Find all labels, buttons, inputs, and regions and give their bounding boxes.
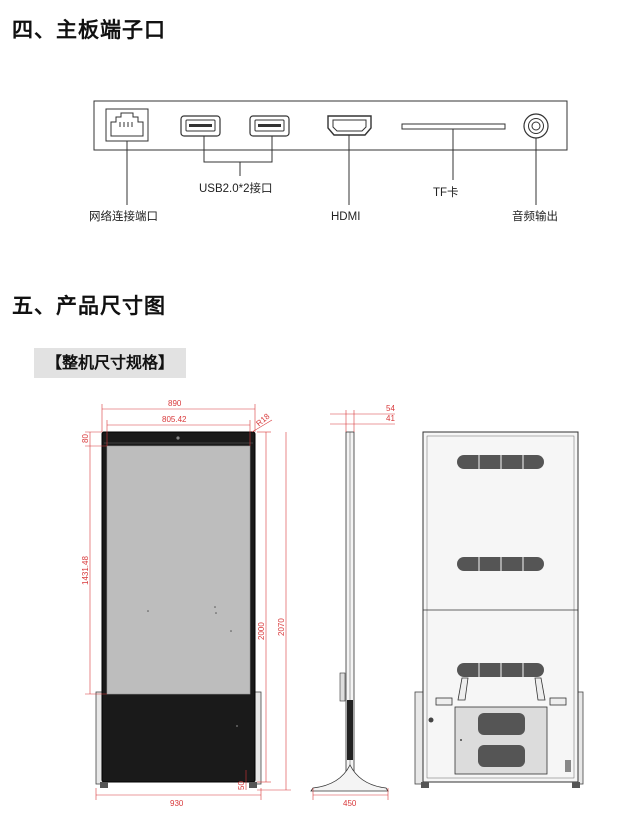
tf-slot-icon (401, 123, 506, 130)
dim-base-width: 930 (170, 799, 184, 808)
subheading-dimension-spec: 【整机尺寸规格】 (34, 348, 187, 378)
label-tf-slot: TF卡 (433, 186, 459, 199)
side-view (310, 431, 389, 792)
dim-side-41: 41 (386, 414, 395, 423)
label-usb-port: USB2.0*2接口 (199, 182, 273, 195)
usb-port-icon (180, 115, 221, 137)
dim-stand-width: 450 (343, 799, 357, 808)
dim-height-2000: 2000 (257, 622, 266, 640)
side-dimension-lines (312, 410, 395, 800)
front-dimension-lines (85, 404, 291, 800)
label-hdmi-port: HDMI (331, 211, 360, 223)
port-leader-lines (126, 129, 537, 205)
back-view (414, 431, 584, 788)
hdmi-port-icon (327, 115, 372, 136)
usb-port-icon (249, 115, 290, 137)
dim-height-2070: 2070 (277, 618, 286, 636)
dim-side-54: 54 (386, 404, 395, 413)
dim-top-margin: 80 (81, 434, 90, 443)
audio-jack-icon (523, 113, 549, 139)
label-network-port: 网络连接端口 (89, 209, 158, 223)
dim-corner-radius: R18 (254, 411, 271, 428)
section-title-ports: 四、主板端子口 (12, 18, 166, 42)
network-port-icon (105, 108, 149, 142)
dim-front-width: 890 (168, 399, 182, 408)
dim-screen-width: 805.42 (162, 415, 187, 424)
dim-bottom: 50 (237, 781, 246, 790)
section-title-dimensions: 五、产品尺寸图 (12, 294, 166, 318)
front-view (95, 431, 262, 788)
dim-screen-height: 1431.48 (81, 556, 90, 585)
label-audio-output: 音频输出 (512, 209, 558, 223)
